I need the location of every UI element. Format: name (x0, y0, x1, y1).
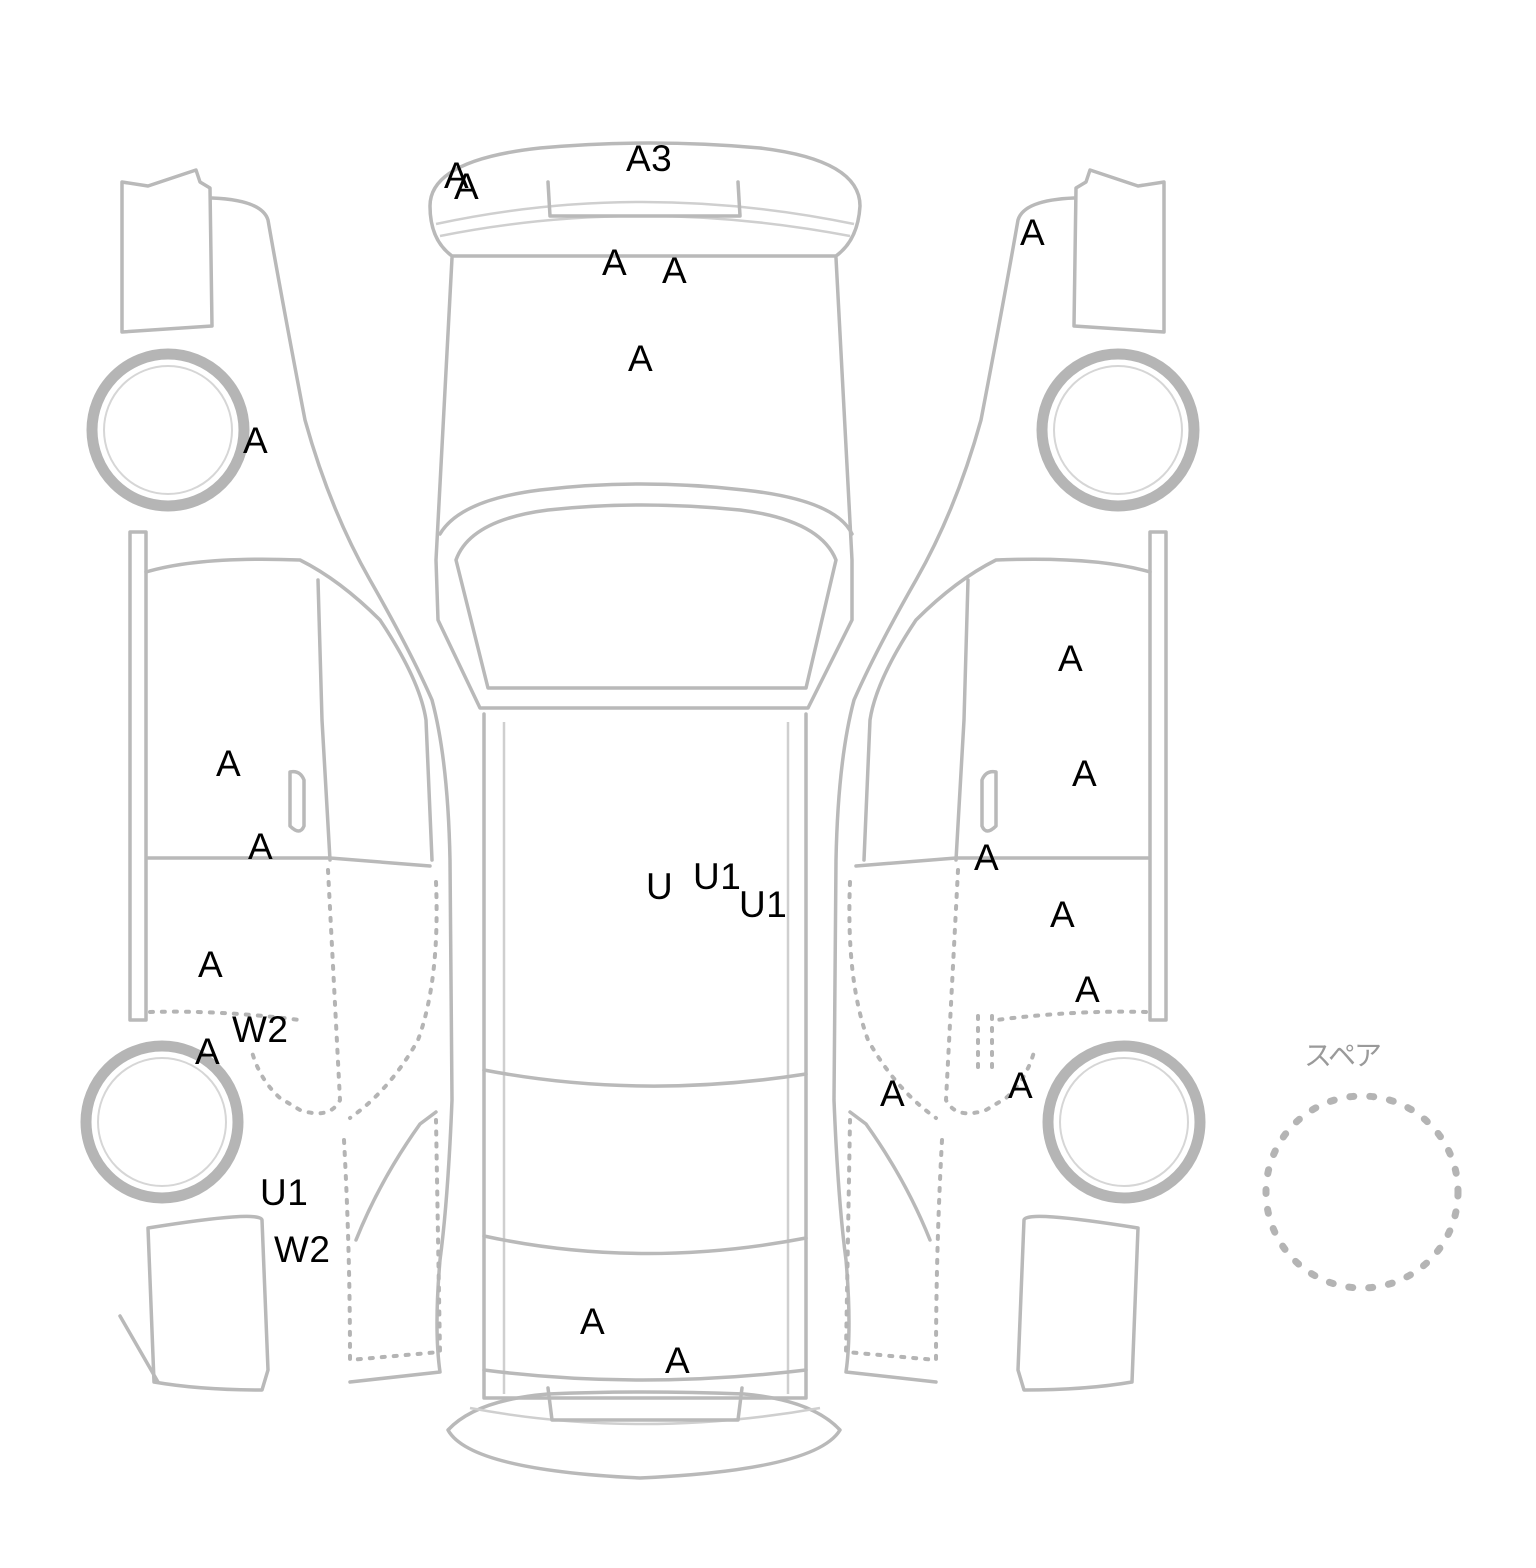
damage-mark: A (602, 242, 628, 283)
damage-mark: A3 (626, 138, 673, 179)
damage-mark: A (1072, 753, 1098, 794)
damage-mark: A (198, 944, 224, 985)
damage-mark: A (665, 1340, 691, 1381)
damage-mark: W2 (274, 1229, 331, 1270)
spare-tire-label: スペア (1304, 1039, 1382, 1072)
damage-mark: A (195, 1031, 221, 1072)
damage-mark: U1 (739, 884, 788, 925)
rear-right-wheel (1042, 1040, 1206, 1204)
damage-mark: A (248, 826, 274, 867)
damage-mark: A (1058, 638, 1084, 679)
damage-mark: A (880, 1073, 906, 1114)
damage-mark: A (1008, 1065, 1034, 1106)
damage-mark: A (216, 743, 242, 784)
damage-mark: A (1050, 894, 1076, 935)
damage-mark: A (580, 1301, 606, 1342)
rear-left-wheel (80, 1040, 244, 1204)
damage-mark: W2 (232, 1009, 289, 1050)
spare-tire-circle (1262, 1092, 1462, 1292)
damage-mark: A (454, 166, 480, 207)
top-view (428, 141, 862, 1480)
damage-mark: U1 (260, 1172, 309, 1213)
damage-mark: A (974, 837, 1000, 878)
damage-mark: U (646, 866, 674, 907)
wheels (80, 348, 1206, 1204)
damage-mark: A (243, 420, 269, 461)
left-side-view (118, 168, 454, 1392)
front-left-wheel (86, 348, 250, 512)
damage-mark: A (1075, 969, 1101, 1010)
damage-mark: U1 (693, 856, 742, 897)
damage-mark: A (444, 155, 470, 196)
right-side-view (832, 168, 1168, 1392)
damage-mark: A (1020, 212, 1046, 253)
damage-mark: A (628, 338, 654, 379)
front-right-wheel (1036, 348, 1200, 512)
damage-mark: A (662, 250, 688, 291)
